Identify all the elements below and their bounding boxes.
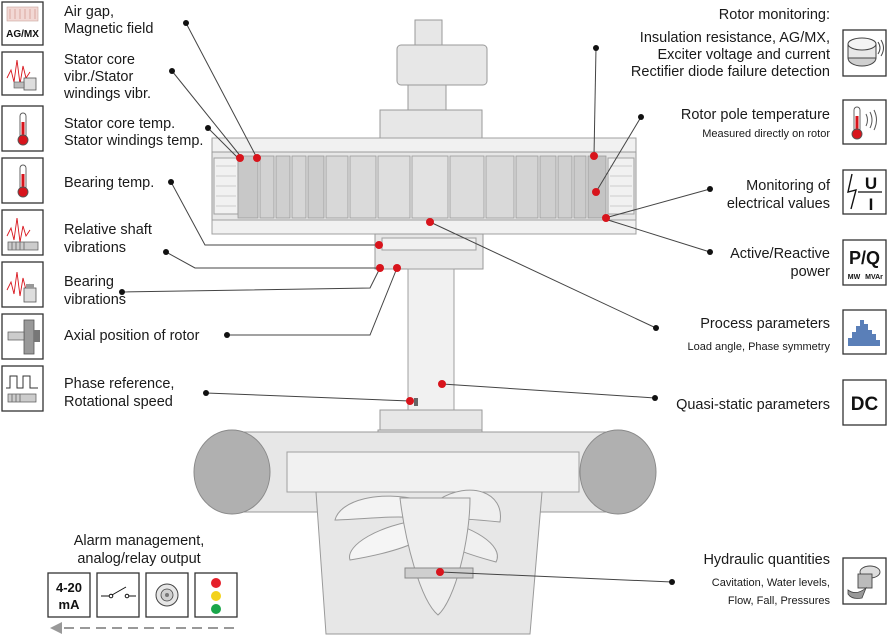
vibration-sensor-icon <box>1 51 44 96</box>
axial-sensor-icon <box>1 313 44 360</box>
label-windings-vibr: windings vibr. <box>63 86 151 102</box>
speaker-icon <box>145 572 189 618</box>
vibration-sensor-icon <box>1 261 44 308</box>
airgap-icon: AG/MX <box>1 1 44 46</box>
lower-bearing-ring <box>381 237 477 251</box>
label-alarm-management: Alarm management, <box>74 533 205 549</box>
right-labels: Rotor monitoring: Insulation resistance,… <box>631 7 831 607</box>
dc-icon: DC <box>842 379 887 426</box>
label-pole-temp: Rotor pole temperature <box>681 107 830 123</box>
agmx-text: AG/MX <box>6 29 39 40</box>
main-shaft <box>407 268 455 412</box>
right-icons: U I P/Q MW MVAr DC <box>842 29 887 605</box>
ma-output-icon: 4-20 mA <box>47 572 91 618</box>
upper-shaft <box>407 84 447 114</box>
label-quasi-static: Quasi-static parameters <box>676 397 830 413</box>
left-icons: AG/MX <box>1 1 44 412</box>
i-text: I <box>869 195 874 214</box>
ma-text-2: mA <box>59 597 81 612</box>
exciter-housing <box>396 44 488 86</box>
label-stator-vibr: vibr./Stator <box>64 69 133 85</box>
thermometer-icon <box>1 105 44 152</box>
label-relative-shaft: Relative shaft <box>64 222 152 238</box>
rotor-monitor-icon <box>842 29 887 77</box>
pq-text: P/Q <box>849 248 880 268</box>
u-text: U <box>865 174 877 193</box>
relay-switch-icon <box>96 572 140 618</box>
stator-fins <box>216 155 632 219</box>
label-hydraulic-sub-1: Cavitation, Water levels, <box>712 577 830 589</box>
pole-thermometer-icon <box>842 99 887 145</box>
label-process-sub: Load angle, Phase symmetry <box>688 341 831 353</box>
mvar-text: MVAr <box>865 274 883 281</box>
turbine-cover <box>286 451 580 493</box>
label-electrical-values: electrical values <box>727 196 830 212</box>
label-rotational-speed: Rotational speed <box>64 394 173 410</box>
sensor-points <box>236 152 610 576</box>
square-wave-sensor-icon <box>1 365 44 412</box>
label-stator-windings-temp: Stator windings temp. <box>64 133 203 149</box>
ma-text-1: 4-20 <box>56 580 82 595</box>
coupling-upper <box>379 409 483 431</box>
speed-sensor-mark <box>414 398 418 406</box>
label-hydraulic-sub-2: Flow, Fall, Pressures <box>728 595 831 607</box>
label-rectifier: Rectifier diode failure detection <box>631 64 830 80</box>
hydro-generator-machine <box>193 19 657 635</box>
thermometer-icon <box>1 157 44 204</box>
left-labels: Air gap, Magnetic field Stator core vibr… <box>63 4 204 567</box>
label-phase-reference: Phase reference, <box>64 376 174 392</box>
label-process-parameters: Process parameters <box>700 316 830 332</box>
label-pole-temp-sub: Measured directly on rotor <box>702 128 830 140</box>
label-analog-relay: analog/relay output <box>77 551 200 567</box>
label-bearing-temp: Bearing temp. <box>64 175 154 191</box>
alarm-outputs: 4-20 mA <box>47 572 238 634</box>
vibration-sensor-icon <box>1 209 44 256</box>
stator-bottom-plate <box>211 219 637 235</box>
housing-left-end <box>193 429 271 515</box>
histogram-icon <box>842 309 887 355</box>
label-hydraulic: Hydraulic quantities <box>703 552 830 568</box>
label-insulation: Insulation resistance, AG/MX, <box>640 30 830 46</box>
hydraulic-sensor-icon <box>842 557 887 605</box>
label-active-reactive: Active/Reactive <box>730 246 830 262</box>
label-axial-position: Axial position of rotor <box>64 328 200 344</box>
mw-text: MW <box>848 274 861 281</box>
label-magnetic-field: Magnetic field <box>64 21 153 37</box>
label-bearing-vibrations: vibrations <box>64 292 126 308</box>
label-air-gap: Air gap, <box>64 4 114 20</box>
label-power: power <box>791 264 831 280</box>
upper-bearing <box>379 109 483 141</box>
pq-icon: P/Q MW MVAr <box>842 239 887 286</box>
dc-text: DC <box>851 394 879 415</box>
label-rotor-monitoring: Rotor monitoring: <box>719 7 830 23</box>
ui-icon: U I <box>842 169 887 215</box>
leader-end-dots <box>119 20 713 585</box>
leader-lines <box>121 22 711 583</box>
label-exciter: Exciter voltage and current <box>658 47 830 63</box>
housing-right-end <box>579 429 657 515</box>
stator-top-plate <box>211 137 637 153</box>
label-stator-core-temp: Stator core temp. <box>64 116 175 132</box>
traffic-light-icon <box>194 572 238 618</box>
label-shaft-vibrations: vibrations <box>64 240 126 256</box>
label-monitoring-of: Monitoring of <box>746 178 831 194</box>
output-arrow <box>50 622 236 634</box>
label-stator-core: Stator core <box>64 52 135 68</box>
label-bearing: Bearing <box>64 274 114 290</box>
